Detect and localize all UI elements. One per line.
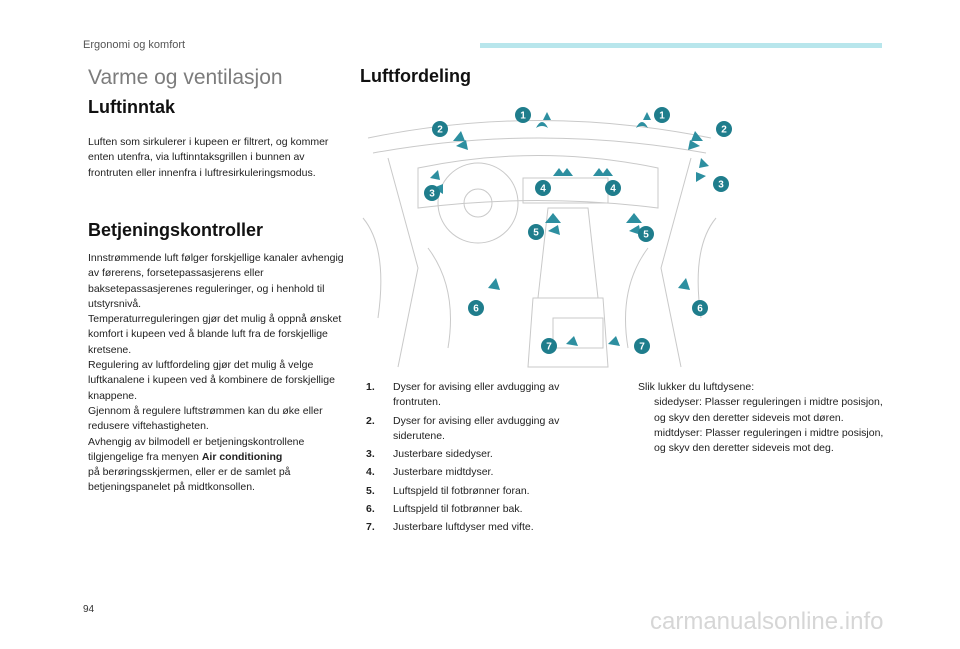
list-item-number: 4. <box>366 466 375 479</box>
badge-3b: 3 <box>718 180 724 191</box>
badge-2a: 2 <box>437 125 443 136</box>
betjening-text: Innstrømmende luft følger forskjellige k… <box>88 251 350 496</box>
section-label: Ergonomi og komfort <box>83 39 186 51</box>
badge-4a: 4 <box>540 184 546 195</box>
list-item: 2. Dyser for avising eller avdugging av s… <box>366 414 596 445</box>
list-item-number: 6. <box>366 503 375 516</box>
list-item-text: Luftspjeld til fotbrønner foran. <box>393 484 530 497</box>
list-item: 6. Luftspjeld til fotbrønner bak. <box>366 502 596 517</box>
luftinntak-text: Luften som sirkulerer i kupeen er filtre… <box>88 136 329 179</box>
list-item-text: Justerbare midtdyser. <box>393 466 494 479</box>
betjening-text-before: Innstrømmende luft følger forskjellige k… <box>88 252 344 463</box>
close-side-vents-text: sidedyser: Plasser reguleringen i midtre… <box>654 396 883 424</box>
list-item-number: 1. <box>366 381 375 393</box>
watermark: carmanualsonline.info <box>650 608 884 635</box>
badge-3a: 3 <box>429 189 435 200</box>
badge-5b: 5 <box>643 230 649 241</box>
air-conditioning-menu-name: Air conditioning <box>201 450 283 463</box>
list-item: 1. Dyser for avising eller avdugging av f… <box>366 380 596 411</box>
badge-6a: 6 <box>473 304 479 315</box>
betjening-text-after: på berøringsskjermen, eller er de samlet… <box>88 466 291 494</box>
list-item: 4. Justerbare midtdyser. <box>366 465 596 480</box>
header-accent-bar <box>480 43 882 48</box>
badge-5a: 5 <box>533 228 539 239</box>
badge-7b: 7 <box>639 342 645 353</box>
heading-betjeningskontroller: Betjeningskontroller <box>88 220 264 240</box>
list-item-text: Justerbare sidedyser. <box>393 448 493 461</box>
close-center-vents-text: midtdyser: Plasser reguleringen i midtre… <box>654 426 884 455</box>
car-interior-illustration: 1 1 2 2 3 3 4 4 5 5 6 6 7 7 <box>362 107 732 368</box>
bullet-glyph <box>638 395 654 426</box>
heading-luftfordeling: Luftfordeling <box>360 66 471 86</box>
heading-luftinntak: Luftinntak <box>88 97 175 117</box>
list-item: 3. Justerbare sidedyser. <box>366 447 596 462</box>
badge-7a: 7 <box>546 342 552 353</box>
list-item: midtdyser: Plasser reguleringen i midtre… <box>638 426 888 457</box>
list-item-number: 5. <box>366 484 375 497</box>
vent-legend-list: 1. Dyser for avising eller avdugging av f… <box>366 380 596 539</box>
list-item-number: 3. <box>366 448 375 461</box>
close-vents-instructions: Slik lukker du luftdysene: sidedyser: Pl… <box>638 380 888 456</box>
badge-4b: 4 <box>610 184 616 195</box>
list-item: sidedyser: Plasser reguleringen i midtre… <box>638 395 888 426</box>
close-vents-intro: Slik lukker du luftdysene: <box>638 381 755 393</box>
list-item: 7. Justerbare luftdyser med vifte. <box>366 520 596 535</box>
badge-6b: 6 <box>697 304 703 315</box>
list-item-text: Dyser for avising eller avdugging av fro… <box>393 381 560 409</box>
badge-2b: 2 <box>721 125 727 136</box>
list-item: 5. Luftspjeld til fotbrønner foran. <box>366 484 596 499</box>
list-item-text: Dyser for avising eller avdugging av sid… <box>393 414 560 442</box>
list-item-text: Luftspjeld til fotbrønner bak. <box>393 503 523 516</box>
list-item-number: 7. <box>366 521 375 534</box>
bullet-glyph <box>638 426 654 457</box>
badge-1b: 1 <box>659 111 665 122</box>
list-item-text: Justerbare luftdyser med vifte. <box>393 521 534 534</box>
page-number: 94 <box>83 604 95 615</box>
page-title: Varme og ventilasjon <box>88 66 283 89</box>
badge-1a: 1 <box>520 111 526 122</box>
list-item-number: 2. <box>366 414 375 427</box>
